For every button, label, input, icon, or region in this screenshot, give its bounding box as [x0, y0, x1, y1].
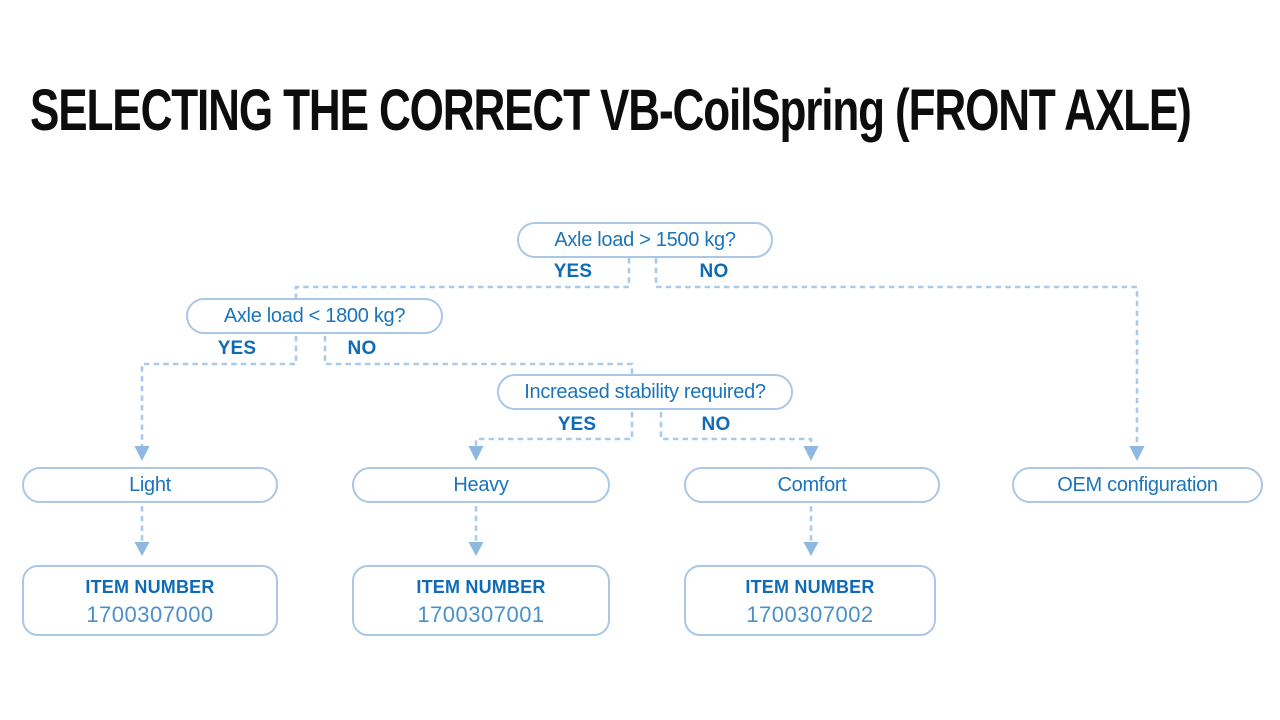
item-number-heading: ITEM NUMBER — [85, 577, 215, 597]
arrowhead-light — [134, 446, 150, 461]
item-number-heading: ITEM NUMBER — [416, 577, 546, 597]
arrowhead-heavy-item — [468, 542, 484, 556]
decision-node-axle-load-1800: Axle load < 1800 kg? — [186, 298, 443, 334]
result-pill-heavy: Heavy — [352, 467, 610, 503]
item-box-comfort: ITEM NUMBER 1700307002 — [684, 565, 936, 636]
branch-label-q2-yes: YES — [217, 338, 257, 359]
arrowhead-light-item — [134, 542, 150, 556]
item-number-heading: ITEM NUMBER — [745, 577, 875, 597]
branch-label-q3-yes: YES — [557, 414, 597, 435]
result-pill-comfort: Comfort — [684, 467, 940, 503]
item-number-value-heavy: 1700307001 — [417, 602, 545, 627]
item-box-heavy: ITEM NUMBER 1700307001 — [352, 565, 610, 636]
arrowhead-oem — [1129, 446, 1145, 461]
branch-label-q3-no: NO — [701, 414, 731, 435]
decision-node-axle-load-1500: Axle load > 1500 kg? — [517, 222, 773, 258]
item-number-value-light: 1700307000 — [86, 602, 214, 627]
item-number-value-comfort: 1700307002 — [746, 602, 874, 627]
result-pill-oem-configuration: OEM configuration — [1012, 467, 1263, 503]
arrowhead-comfort — [803, 446, 819, 461]
branch-label-q2-no: NO — [347, 338, 377, 359]
branch-label-q1-no: NO — [699, 261, 729, 282]
arrowhead-heavy — [468, 446, 484, 461]
arrowhead-comfort-item — [803, 542, 819, 556]
decision-node-stability: Increased stability required? — [497, 374, 793, 410]
result-pill-light: Light — [22, 467, 278, 503]
branch-label-q1-yes: YES — [553, 261, 593, 282]
page-title: SELECTING THE CORRECT VB-CoilSpring (FRO… — [30, 78, 1192, 143]
item-box-light: ITEM NUMBER 1700307000 — [22, 565, 278, 636]
